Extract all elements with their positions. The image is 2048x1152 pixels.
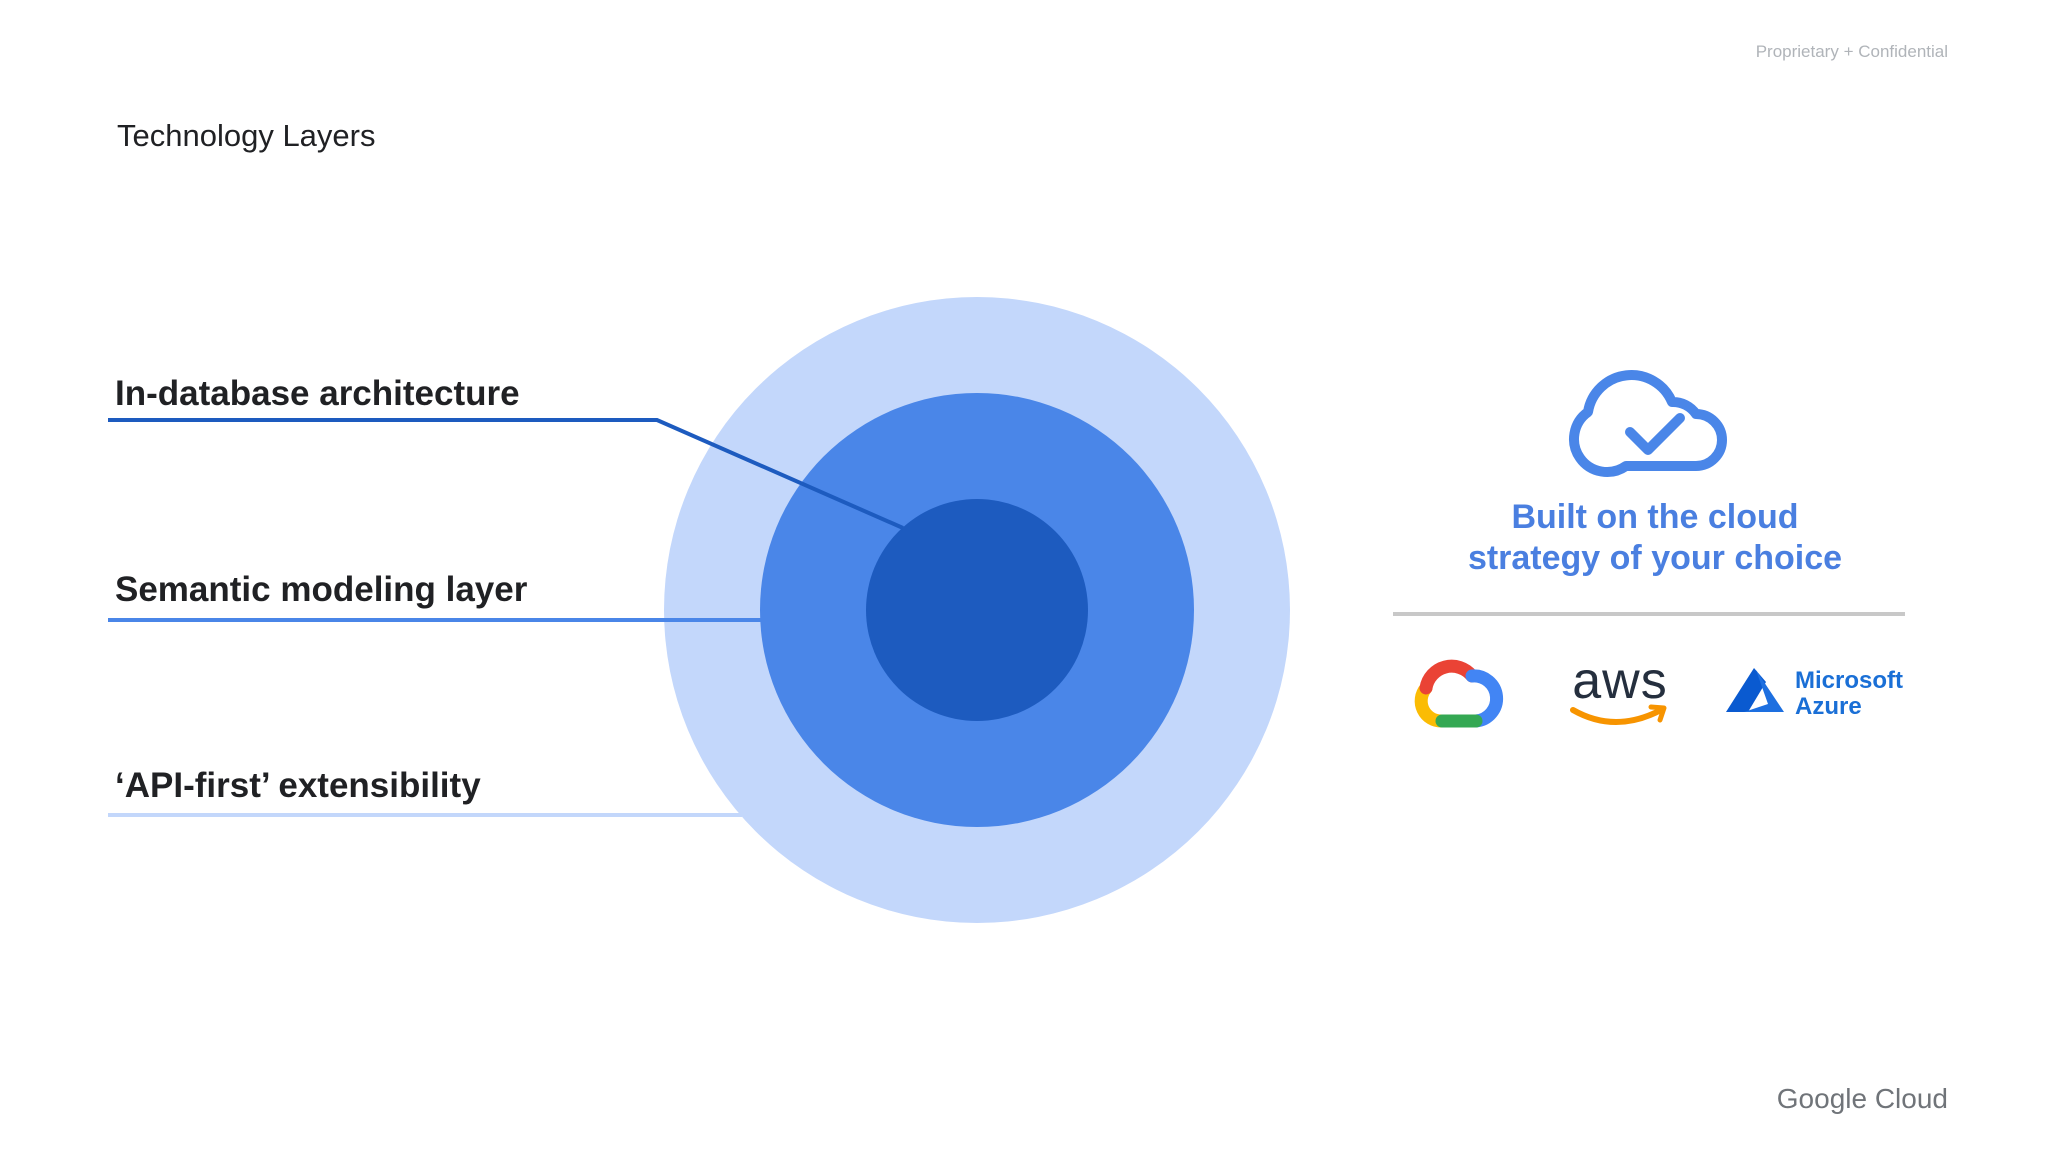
azure-wordmark: Microsoft Azure	[1795, 668, 1903, 720]
slide-title: Technology Layers	[117, 118, 376, 153]
aws-wordmark: aws	[1572, 652, 1668, 710]
layer-label-in-database: In-database architecture	[115, 374, 520, 413]
cloud-heading-line-2: strategy of your choice	[1467, 539, 1843, 577]
aws-logo: aws	[1565, 652, 1675, 732]
cloud-check-icon	[1569, 370, 1727, 477]
azure-line-2: Azure	[1795, 693, 1862, 720]
google-cloud-brand: Google Cloud	[1776, 1083, 1948, 1114]
layer-label-api-first: ‘API-first’ extensibility	[115, 766, 481, 805]
divider	[1393, 612, 1905, 616]
layer-label-semantic-modeling: Semantic modeling layer	[115, 570, 528, 609]
confidential-label: Proprietary + Confidential	[1755, 42, 1948, 61]
leader-line-in-database	[108, 418, 904, 530]
cloud-heading-line-1: Built on the cloud	[1511, 498, 1799, 536]
azure-line-1: Microsoft	[1795, 667, 1903, 694]
google-cloud-logo-icon	[1414, 659, 1504, 728]
inner-layer-circle	[866, 499, 1088, 721]
azure-logo-icon	[1726, 668, 1784, 712]
aws-smile-arrow-icon	[1570, 704, 1667, 725]
cloud-strategy-heading: Built on the cloud strategy of your choi…	[1390, 497, 1920, 579]
